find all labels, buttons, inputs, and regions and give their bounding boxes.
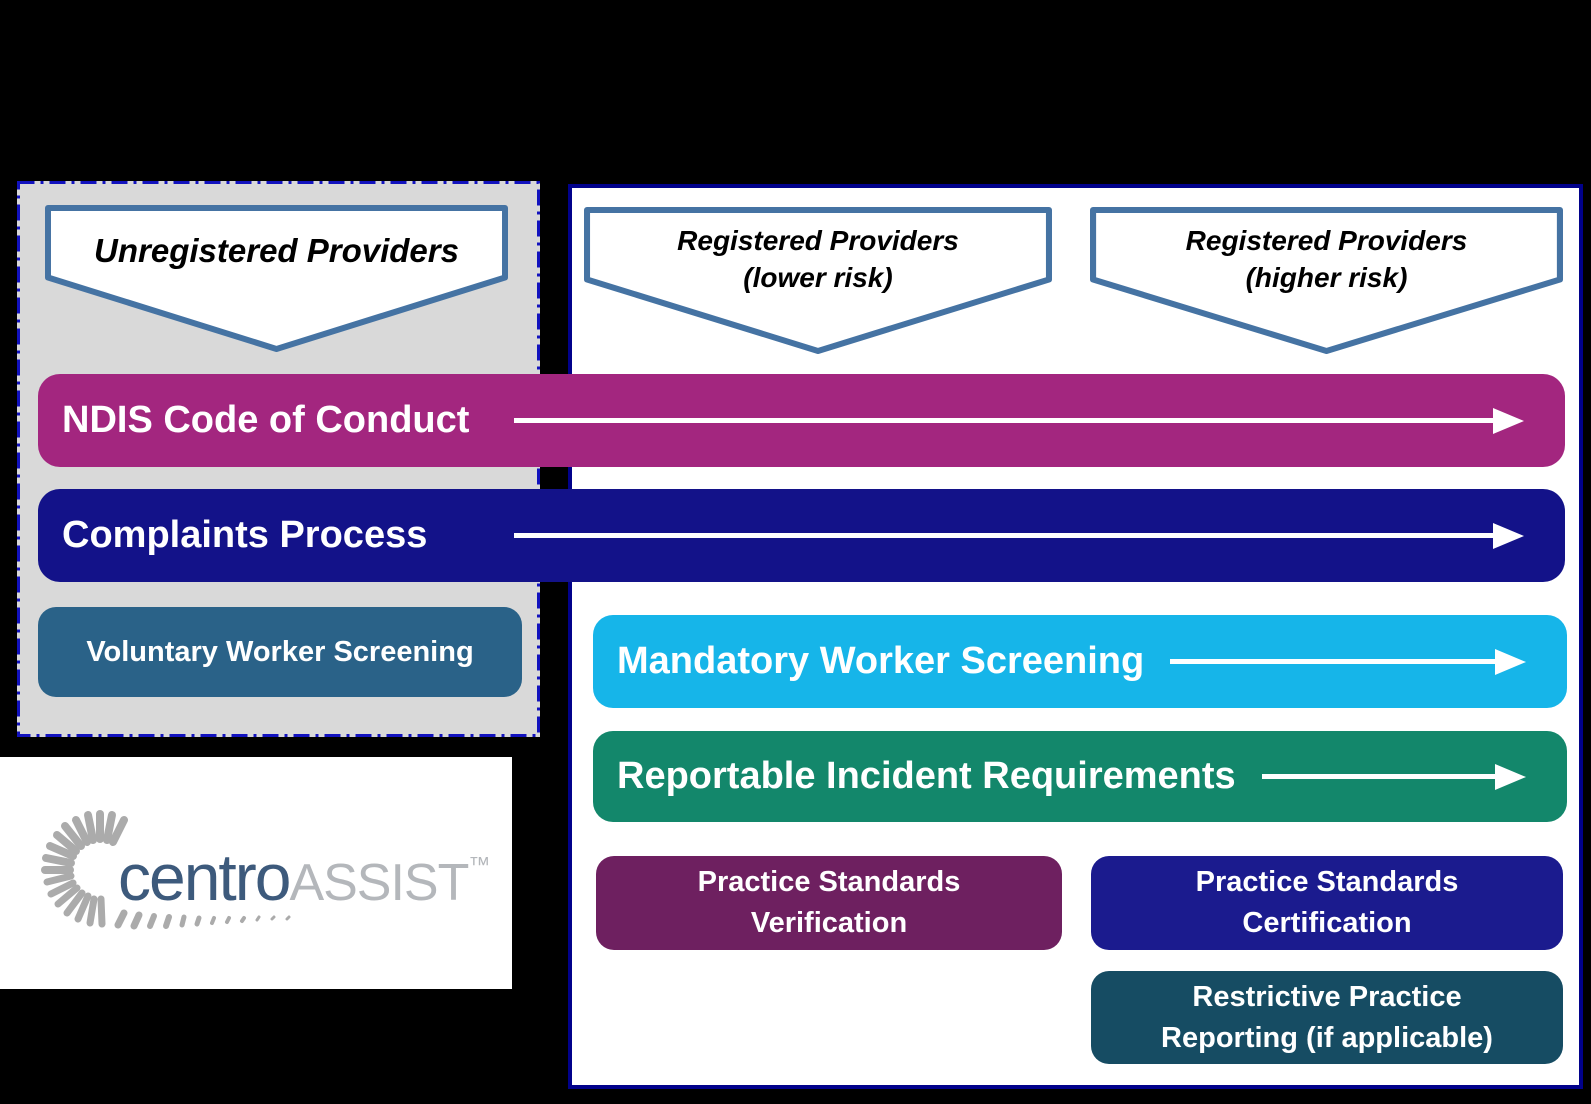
arrow-right-icon (514, 418, 1493, 423)
box-line1: Practice Standards (697, 866, 961, 899)
box-practice-standards-certification: Practice Standards Certification (1091, 856, 1563, 950)
banner-unregistered-providers: Unregistered Providers (45, 205, 508, 353)
banner-registered-higher-risk: Registered Providers (higher risk) (1090, 207, 1563, 355)
bar-complaints-process: Complaints Process (38, 489, 1565, 582)
banner-line2: (lower risk) (743, 261, 893, 293)
logo-wordmark: centroASSIST™ (118, 840, 490, 914)
arrow-right-icon (1261, 774, 1495, 779)
banner-line1: Registered Providers (677, 225, 959, 256)
box-practice-standards-verification: Practice Standards Verification (596, 856, 1062, 950)
banner-line2: (higher risk) (1245, 261, 1408, 293)
arrow-right-icon (514, 533, 1493, 538)
box-line1: Practice Standards (1195, 866, 1459, 899)
bar-label: NDIS Code of Conduct (62, 399, 470, 441)
box-line2: Reporting (if applicable) (1161, 1021, 1493, 1054)
banner-label: Registered Providers (lower risk) (584, 207, 1052, 297)
pennant-shape (584, 207, 1052, 354)
box-line2: Verification (750, 907, 908, 939)
logo-sunburst-icon (41, 810, 128, 928)
box-line2: Certification (1242, 907, 1412, 939)
bar-label: Complaints Process (62, 514, 428, 556)
banner-registered-lower-risk: Registered Providers (lower risk) (584, 207, 1052, 355)
dashed-border (17, 181, 540, 737)
logo-text-assist: ASSIST (289, 854, 468, 912)
bar-label: Voluntary Worker Screening (86, 635, 474, 668)
box-restrictive-practice-reporting: Restrictive Practice Reporting (if appli… (1091, 971, 1563, 1064)
logo-trail-icon (114, 909, 291, 930)
box-line1: Restrictive Practice (1192, 980, 1462, 1013)
bar-ndis-code-of-conduct: NDIS Code of Conduct (38, 374, 1565, 467)
bar-label: Mandatory Worker Screening (617, 640, 1145, 682)
banner-label: Registered Providers (higher risk) (1090, 207, 1563, 297)
logo-centroassist: centroASSIST™ (0, 757, 512, 989)
arrow-right-icon (1170, 659, 1495, 664)
pennant-shape (45, 205, 508, 352)
bar-voluntary-worker-screening: Voluntary Worker Screening (38, 607, 522, 697)
banner-line1: Registered Providers (1185, 225, 1468, 256)
centroassist-logo: centroASSIST™ (41, 810, 490, 930)
pennant-shape (1090, 207, 1563, 354)
banner-label: Unregistered Providers (94, 232, 459, 269)
bar-reportable-incident-requirements: Reportable Incident Requirements (593, 731, 1567, 822)
bar-mandatory-worker-screening: Mandatory Worker Screening (593, 615, 1567, 708)
logo-text-centro: centro (118, 840, 289, 914)
logo-trademark: ™ (468, 852, 490, 877)
bar-label: Reportable Incident Requirements (617, 755, 1236, 797)
